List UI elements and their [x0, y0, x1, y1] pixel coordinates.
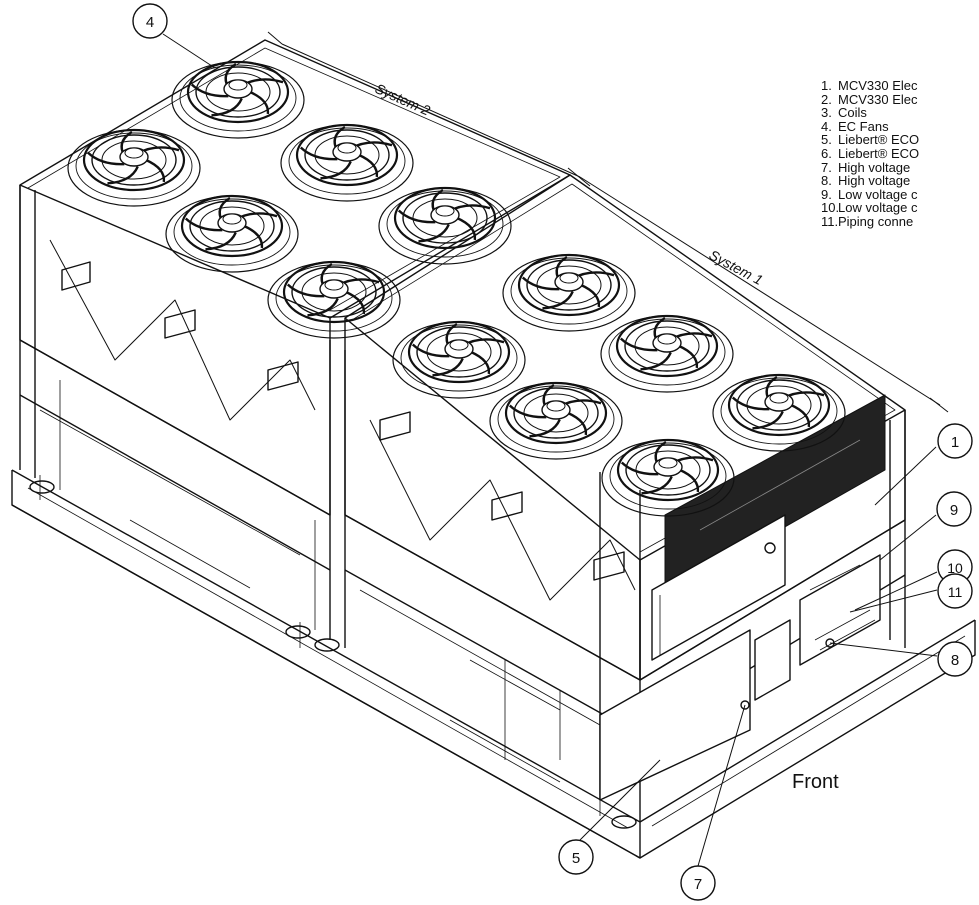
legend-number: 9. [821, 186, 832, 202]
fan-icon [502, 253, 636, 332]
legend-number: 8. [821, 173, 832, 189]
svg-text:10: 10 [947, 560, 963, 576]
legend-text: MCV330 Elec [838, 78, 918, 93]
electrical-panel [651, 514, 786, 661]
legend-text: Piping conne [838, 213, 914, 229]
legend-item: 9. Low voltage c [821, 186, 919, 202]
fan-icon [600, 314, 734, 393]
svg-text:5: 5 [572, 850, 580, 867]
fan-icon [67, 128, 201, 207]
legend-number: 5. [821, 132, 832, 148]
fan-icon [392, 320, 526, 399]
legend-item: 6. Liebert® ECO [821, 147, 919, 161]
legend-number: 4. [821, 118, 832, 134]
legend-item: 2. MCV330 Elec [821, 91, 919, 107]
legend-item: 8. High voltage [821, 174, 919, 188]
svg-text:8: 8 [951, 652, 959, 669]
legend-number: 11. [821, 213, 839, 229]
module-system-2 [19, 39, 571, 516]
callout-4: 4 [132, 3, 168, 39]
system-1-label: System 1 [707, 247, 766, 289]
callout-11: 11 [937, 573, 973, 609]
fan-icon [171, 60, 305, 139]
base-frame [11, 469, 976, 859]
svg-text:4: 4 [146, 14, 154, 31]
legend-text: Liebert® ECO [838, 132, 920, 148]
svg-text:9: 9 [950, 502, 958, 519]
legend-text: MCV330 Elec [838, 91, 918, 107]
legend-number: 10. [821, 200, 840, 216]
legend-item: 10.Low voltage c [821, 201, 919, 215]
ec-fans [67, 60, 846, 517]
legend-item: 7. High voltage [821, 159, 919, 175]
leader-lines [162, 33, 938, 867]
legend-item: 5. Liebert® ECO [821, 133, 919, 147]
legend-number: 6. [821, 145, 832, 161]
legend-text: EC Fans [838, 118, 889, 134]
fan-icon [165, 194, 299, 273]
legend-text: High voltage [838, 159, 911, 175]
fan-icon [601, 438, 735, 517]
callout-1: 1 [937, 423, 973, 459]
legend-text: Coils [838, 105, 867, 121]
fan-icon [267, 260, 401, 339]
dimension-lines [267, 31, 949, 413]
legend-item: 11.Piping conne [821, 215, 919, 229]
fan-icon [280, 123, 414, 202]
legend-number: 7. [821, 159, 832, 175]
callout-circles: 4 1 9 10 11 8 5 7 [132, 3, 973, 901]
legend-item: 4. EC Fans [821, 118, 919, 134]
legend-text: Low voltage c [838, 200, 918, 216]
callout-8: 8 [937, 641, 973, 677]
legend-number: 2. [821, 91, 832, 107]
legend-text: High voltage [838, 173, 911, 189]
fan-icon [489, 381, 623, 460]
legend-number: 1. [821, 78, 832, 93]
svg-text:7: 7 [694, 876, 702, 893]
callout-5: 5 [558, 839, 594, 875]
fan-icon [378, 186, 512, 265]
svg-text:11: 11 [948, 584, 963, 600]
legend-text: Low voltage c [838, 186, 918, 202]
callout-9: 9 [936, 491, 972, 527]
legend-item: 3. Coils [821, 106, 919, 120]
legend-text: Liebert® ECO [838, 145, 920, 161]
legend-number: 3. [821, 105, 832, 121]
svg-text:1: 1 [951, 434, 959, 451]
front-label: Front [792, 771, 839, 793]
fan-icon [712, 373, 846, 452]
eco-box [599, 554, 881, 801]
legend-item: 1. MCV330 Elec [821, 79, 919, 93]
callout-7: 7 [680, 865, 716, 901]
parts-legend: 1. MCV330 Elec 2. MCV330 Elec 3. Coils 4. EC Fa… [821, 79, 919, 229]
